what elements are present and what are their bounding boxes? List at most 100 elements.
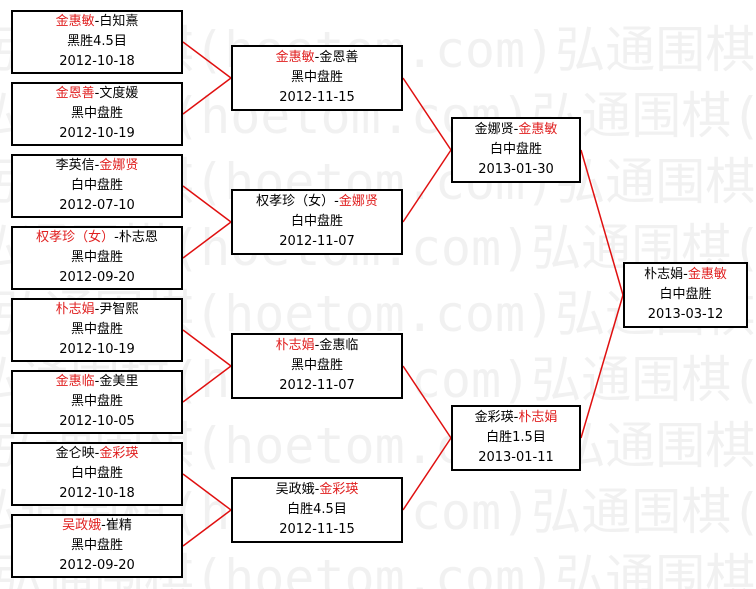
date-text: 2012-11-07: [279, 378, 355, 393]
players-line: 金惠敏-金恩善: [233, 48, 401, 68]
match-box: 朴志娟-金惠临黑中盘胜 2012-11-07: [231, 333, 403, 399]
versus-dash: -: [683, 267, 688, 282]
date-text: 2013-03-12: [647, 307, 724, 322]
result-text: 白中盘胜: [489, 142, 542, 157]
connector-line: [402, 365, 452, 439]
connector-line: [182, 473, 232, 511]
result-text: 白中盘胜: [70, 178, 123, 193]
date-text: 2012-09-20: [59, 558, 135, 573]
winner-name: 金惠敏: [518, 122, 558, 137]
players-line: 吴政娥-崔精: [13, 516, 181, 536]
winner-name: 朴志娟: [55, 302, 95, 317]
versus-dash: -: [94, 86, 100, 101]
result-text: 黑中盘胜: [70, 394, 123, 409]
player-name: 金娜贤: [474, 122, 514, 137]
player-name: 金仑映: [55, 446, 95, 461]
winner-name: 金娜贤: [338, 194, 378, 209]
result-text: 白胜4.5目: [287, 502, 347, 517]
players-line: 金惠临-金美里: [13, 372, 181, 392]
winner-name: 金惠敏: [55, 14, 95, 29]
date-text: 2013-01-11: [478, 450, 554, 465]
winner-name: 金娜贤: [99, 158, 139, 173]
result-text: 黑中盘胜: [290, 70, 343, 85]
versus-dash: -: [314, 338, 320, 353]
players-line: 金仑映-金彩瑛: [13, 444, 181, 464]
winner-name: 金彩瑛: [319, 482, 359, 497]
date-text: 2012-10-19: [59, 126, 135, 141]
result-text: 黑中盘胜: [70, 322, 123, 337]
versus-dash: -: [94, 302, 100, 317]
connector-line: [182, 509, 232, 547]
connector-line: [182, 77, 232, 115]
result-text: 黑中盘胜: [70, 250, 123, 265]
players-line: 金娜贤-金惠敏: [453, 120, 579, 140]
winner-name: 金惠临: [55, 374, 95, 389]
connector-line: [402, 149, 452, 223]
date-text: 2012-09-20: [59, 270, 135, 285]
result-text: 白中盘胜: [290, 214, 343, 229]
result-text: 白中盘胜: [70, 466, 123, 481]
versus-dash: -: [94, 158, 100, 173]
winner-name: 金彩瑛: [99, 446, 139, 461]
date-text: 2012-10-18: [59, 54, 135, 69]
versus-dash: -: [101, 518, 106, 533]
versus-dash: -: [94, 374, 100, 389]
player-name: 金美里: [99, 374, 139, 389]
versus-dash: -: [513, 410, 519, 425]
versus-dash: -: [114, 230, 119, 245]
date-text: 2012-11-15: [279, 90, 355, 105]
match-box: 金惠敏-金恩善黑中盘胜 2012-11-15: [231, 45, 403, 111]
winner-name: 朴志娟: [275, 338, 315, 353]
player-name: 金彩瑛: [474, 410, 514, 425]
players-line: 朴志娟-金惠敏: [625, 265, 746, 285]
connector-line: [182, 185, 232, 223]
player-name: 崔精: [105, 518, 132, 533]
player-name: 朴志恩: [118, 230, 158, 245]
players-line: 权孝珍（女）-朴志恩: [13, 228, 181, 248]
connector-line: [580, 149, 624, 296]
match-box: 朴志娟-金惠敏白中盘胜 2013-03-12: [623, 262, 748, 328]
match-box: 李英信-金娜贤白中盘胜 2012-07-10: [11, 154, 183, 218]
result-text: 黑中盘胜: [290, 358, 343, 373]
player-name: 金惠临: [319, 338, 359, 353]
versus-dash: -: [94, 14, 100, 29]
players-line: 金彩瑛-朴志娟: [453, 408, 579, 428]
players-line: 金恩善-文度媛: [13, 84, 181, 104]
connector-line: [182, 365, 232, 403]
date-text: 2012-10-19: [59, 342, 135, 357]
players-line: 朴志娟-金惠临: [233, 336, 401, 356]
connector-line: [182, 221, 232, 259]
result-text: 白中盘胜: [659, 287, 712, 302]
player-name: 金恩善: [319, 50, 359, 65]
date-text: 2012-11-07: [279, 234, 355, 249]
date-text: 2012-11-15: [279, 522, 355, 537]
player-name: 吴政娥: [275, 482, 315, 497]
versus-dash: -: [314, 482, 320, 497]
connector-line: [402, 437, 452, 511]
match-box: 吴政娥-崔精黑中盘胜 2012-09-20: [11, 514, 183, 578]
players-line: 金惠敏-白知熹: [13, 12, 181, 32]
connector-line: [182, 41, 232, 79]
date-text: 2013-01-30: [478, 162, 554, 177]
player-name: 李英信: [55, 158, 95, 173]
player-name: 朴志娟: [644, 267, 684, 282]
match-box: 权孝珍（女）-朴志恩黑中盘胜 2012-09-20: [11, 226, 183, 290]
versus-dash: -: [334, 194, 339, 209]
winner-name: 金恩善: [55, 86, 95, 101]
winner-name: 朴志娟: [518, 410, 558, 425]
result-text: 黑中盘胜: [70, 538, 123, 553]
connector-line: [182, 329, 232, 367]
winner-name: 金惠敏: [687, 267, 727, 282]
connector-line: [580, 294, 624, 439]
players-line: 李英信-金娜贤: [13, 156, 181, 176]
date-text: 2012-07-10: [59, 198, 135, 213]
